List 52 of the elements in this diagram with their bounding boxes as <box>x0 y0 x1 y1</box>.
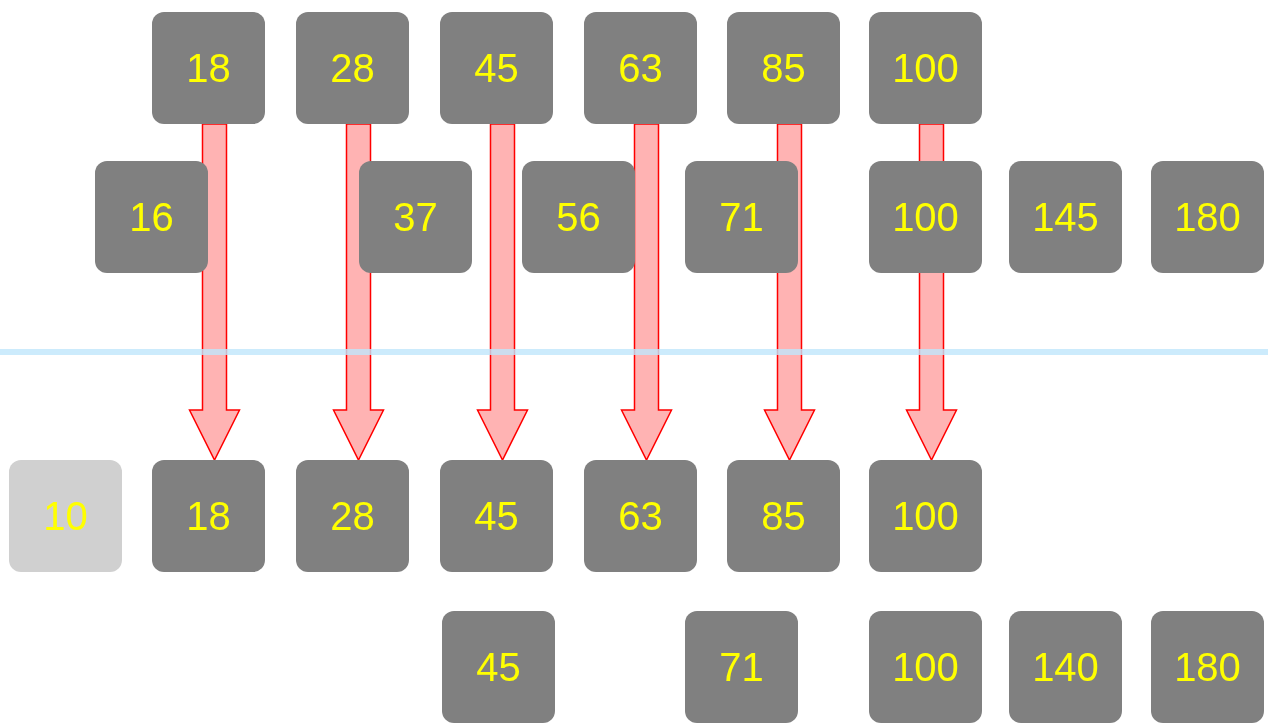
number-label: 18 <box>186 48 231 88</box>
number-label: 85 <box>761 48 806 88</box>
number-label: 10 <box>43 496 88 536</box>
number-label: 56 <box>556 197 601 237</box>
number-box <box>296 460 409 572</box>
number-label: 37 <box>393 197 438 237</box>
number-box <box>152 460 265 572</box>
number-box <box>1009 611 1122 723</box>
number-box <box>440 460 553 572</box>
number-box <box>95 161 208 273</box>
number-box <box>584 12 697 124</box>
number-box <box>359 161 472 273</box>
number-box <box>152 12 265 124</box>
number-box <box>296 12 409 124</box>
number-box <box>685 611 798 723</box>
number-label: 100 <box>892 197 959 237</box>
number-box <box>9 460 122 572</box>
number-box <box>869 12 982 124</box>
number-label: 145 <box>1032 197 1099 237</box>
number-box <box>1151 161 1264 273</box>
number-box <box>869 460 982 572</box>
number-box <box>685 161 798 273</box>
number-box <box>440 12 553 124</box>
number-label: 28 <box>330 496 375 536</box>
number-label: 45 <box>474 48 519 88</box>
number-label: 18 <box>186 496 231 536</box>
number-label: 63 <box>618 48 663 88</box>
number-box <box>727 12 840 124</box>
number-box <box>584 460 697 572</box>
number-box <box>1009 161 1122 273</box>
number-label: 85 <box>761 496 806 536</box>
number-box <box>1151 611 1264 723</box>
number-box <box>727 460 840 572</box>
number-label: 100 <box>892 48 959 88</box>
number-label: 16 <box>129 197 174 237</box>
number-label: 28 <box>330 48 375 88</box>
number-label: 180 <box>1174 647 1241 687</box>
block-arrow <box>476 123 529 462</box>
number-label: 100 <box>892 647 959 687</box>
number-box <box>522 161 635 273</box>
number-box <box>869 611 982 723</box>
number-label: 45 <box>474 496 519 536</box>
number-box <box>869 161 982 273</box>
number-box <box>442 611 555 723</box>
number-label: 63 <box>618 496 663 536</box>
number-label: 180 <box>1174 197 1241 237</box>
block-arrow <box>620 123 673 462</box>
number-label: 71 <box>719 197 764 237</box>
number-label: 45 <box>476 647 521 687</box>
number-label: 100 <box>892 496 959 536</box>
number-label: 140 <box>1032 647 1099 687</box>
number-label: 71 <box>719 647 764 687</box>
